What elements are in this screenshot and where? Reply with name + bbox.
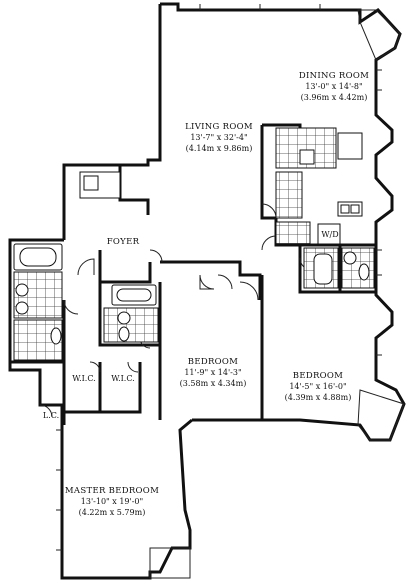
wic-1-label: W.I.C. [72,374,95,383]
living-room-dim-ft: 13'-7" x 32'-4" [190,133,247,142]
bath-fixtures [13,223,375,361]
living-room-dim-m: (4.14m x 9.86m) [186,144,253,153]
master-bedroom-name: MASTER BEDROOM [65,486,159,496]
label-bedroom-2: BEDROOM 14'-5" x 16'-0" (4.39m x 4.88m) [285,371,352,402]
bedroom-2-dim-m: (4.39m x 4.88m) [285,393,352,402]
bedroom-1-name: BEDROOM [188,357,238,367]
label-master-bedroom: MASTER BEDROOM 13'-10" x 19'-0" (4.22m x… [65,486,159,517]
kitchen-fixtures [79,127,363,245]
dining-room-dim-m: (3.96m x 4.42m) [301,93,368,102]
dining-room-dim-ft: 13'-0" x 14'-8" [305,82,362,91]
label-dining-room: DINING ROOM 13'-0" x 14'-8" (3.96m x 4.4… [299,71,369,102]
wic-2-label: W.I.C. [111,374,134,383]
dining-room-name: DINING ROOM [299,71,369,81]
exterior-walls [8,2,406,580]
label-living-room: LIVING ROOM 13'-7" x 32'-4" (4.14m x 9.8… [185,122,253,153]
foyer-label: FOYER [107,237,140,247]
living-room-name: LIVING ROOM [185,122,253,132]
bedroom-1-dim-ft: 11'-9" x 14'-3" [184,368,241,377]
master-bedroom-dim-ft: 13'-10" x 19'-0" [81,497,143,506]
lc-label: L.C. [43,411,59,420]
bedroom-2-name: BEDROOM [293,371,343,381]
bedroom-2-dim-ft: 14'-5" x 16'-0" [289,382,346,391]
interior-walls [10,123,376,425]
label-bedroom-1: BEDROOM 11'-9" x 14'-3" (3.58m x 4.34m) [180,357,247,388]
wd-label: W/D [321,230,338,239]
master-bedroom-dim-m: (4.22m x 5.79m) [79,508,146,517]
bedroom-1-dim-m: (3.58m x 4.34m) [180,379,247,388]
